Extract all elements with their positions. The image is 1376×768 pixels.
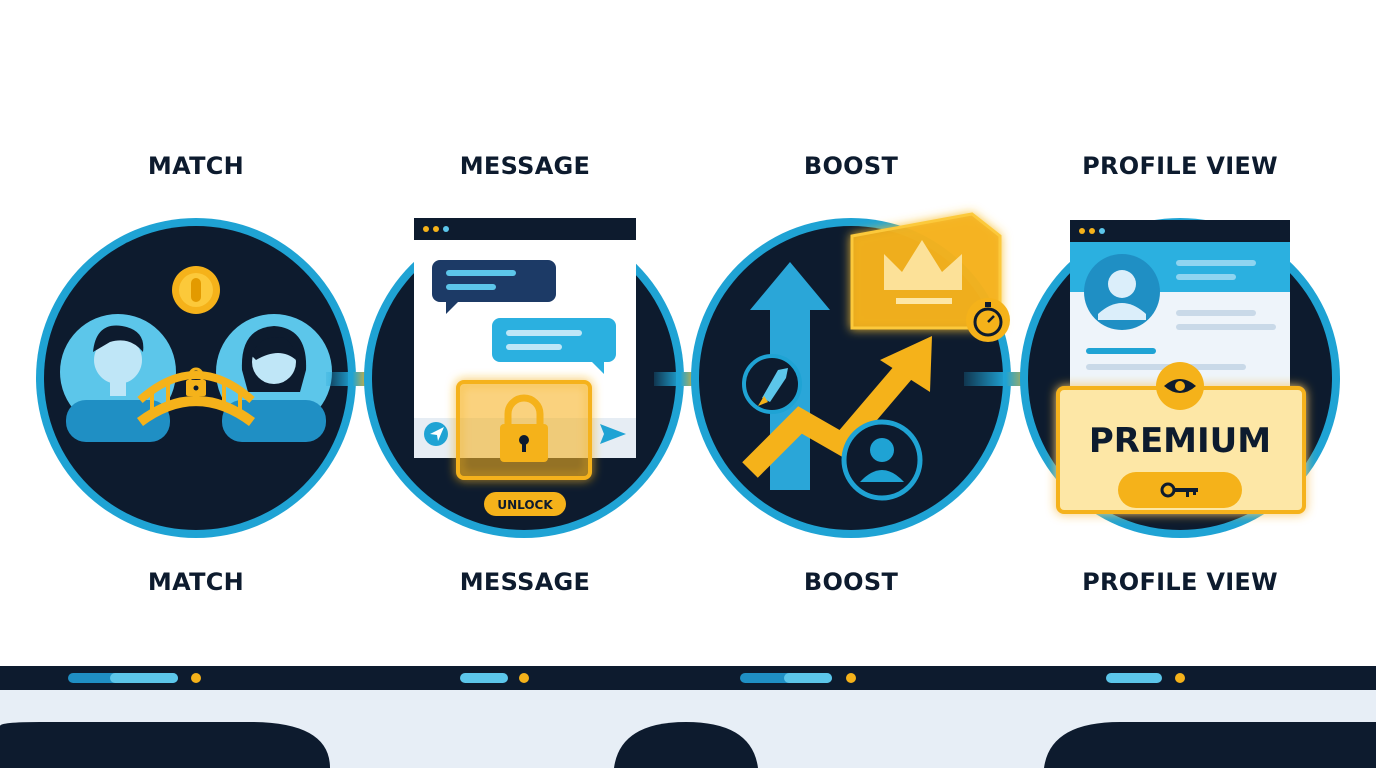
eye-icon <box>1156 362 1204 410</box>
key-icon <box>1160 482 1198 498</box>
chat-bubble-received <box>432 260 556 314</box>
lock-icon <box>186 367 206 396</box>
unlock-badge-label: UNLOCK <box>497 498 553 512</box>
coin-icon <box>172 266 220 314</box>
step-match-circle <box>36 218 356 538</box>
rocket-icon <box>742 354 802 414</box>
bridge-icon <box>137 367 255 427</box>
person-icon <box>60 314 176 442</box>
step-message-circle: UNLOCK <box>364 218 684 538</box>
lock-icon <box>500 394 548 462</box>
stopwatch-icon <box>966 298 1010 342</box>
bottom-decor <box>0 673 1376 768</box>
step-caption-message: MESSAGE <box>459 568 591 596</box>
step-caption-profile-view: PROFILE VIEW <box>1082 568 1278 596</box>
locked-message-panel <box>456 380 592 480</box>
step-title-message: MESSAGE <box>459 152 591 180</box>
unlock-badge[interactable]: UNLOCK <box>484 492 566 516</box>
person-icon <box>841 419 923 501</box>
chat-bubble-sent <box>492 318 616 374</box>
step-title-profile-view: PROFILE VIEW <box>1082 152 1278 180</box>
unlock-key-button[interactable] <box>1118 472 1242 508</box>
premium-badge-label: PREMIUM <box>1089 421 1271 461</box>
step-title-boost: BOOST <box>803 152 899 180</box>
step-title-match: MATCH <box>147 152 245 180</box>
crown-icon <box>884 240 962 304</box>
step-profile-view-circle: PREMIUM <box>1020 218 1340 538</box>
step-caption-match: MATCH <box>147 568 245 596</box>
step-caption-boost: BOOST <box>803 568 899 596</box>
send-icon <box>424 422 448 446</box>
crown-panel <box>850 212 1002 330</box>
send-icon <box>600 424 626 444</box>
trend-arrow-icon <box>742 336 932 478</box>
step-boost-circle <box>691 212 1011 538</box>
avatar <box>1084 254 1160 330</box>
person-icon <box>216 314 332 442</box>
